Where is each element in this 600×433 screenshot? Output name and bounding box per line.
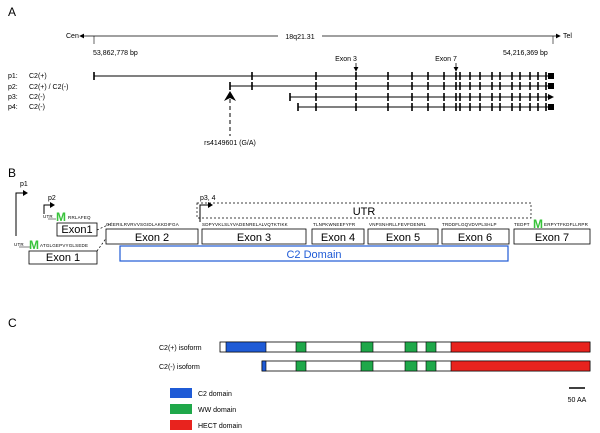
legend-swatch-hect (170, 420, 192, 430)
snp-label: rs4149601 (G/A) (204, 140, 256, 147)
exon1-upper-label: Exon1 (61, 224, 92, 236)
exon5-box (367, 228, 439, 245)
transcript-p2 (229, 82, 554, 90)
legend-label: C2 domain (198, 391, 232, 398)
exon1-upper-seq: RRLAFEQ (68, 215, 91, 220)
exon2-label: Exon 2 (135, 232, 169, 244)
transcript-p4 (297, 103, 554, 111)
p2-label: p2 (48, 195, 56, 202)
exon7-seq-after: ERPYTFKDFLLRPR (544, 222, 589, 227)
legend-swatch-ww (170, 404, 192, 414)
hect-domain-block (450, 360, 591, 372)
exon5-label: Exon 5 (386, 232, 420, 244)
exon1-lower-box (28, 250, 98, 265)
ww-domain-block (360, 341, 374, 353)
exon3-label: Exon 3 (335, 56, 357, 63)
snp-marker (224, 91, 236, 136)
exon2-seq: GEERILRVRVVSGIDLAKKDIFGA (106, 222, 179, 227)
c2-domain-box (119, 245, 509, 262)
isoform-c2-minus-bar (261, 360, 591, 372)
legend-label: HECT domain (198, 423, 242, 430)
cen-label: Cen (66, 33, 79, 40)
promoter-desc: C2(-) (29, 94, 45, 101)
exon7-label: Exon 7 (435, 56, 457, 63)
panel-b-label: B (8, 166, 16, 180)
legend-label: WW domain (198, 407, 236, 414)
tel-label: Tel (563, 33, 572, 40)
exon1-upper-box (56, 222, 98, 237)
promoter-id: p3: (8, 94, 18, 101)
exon5-seq: VNPSNHRLLFEVFDENRL (369, 222, 427, 227)
exon2-box (105, 228, 199, 245)
exon1-lower-seq: ATGLGEPVYGLSEDE (40, 243, 88, 248)
isoform-name: C2(+) isoform (159, 345, 202, 352)
panel-a-label: A (8, 5, 16, 19)
ww-domain-block (360, 360, 374, 372)
promoter-id: p1: (8, 73, 18, 80)
exon6-seq: TRDDFLGQVDVPLSHLP (442, 222, 497, 227)
c2-domain-block (261, 360, 267, 372)
promoter-id: p2: (8, 84, 18, 91)
exon7-seq: TEDPT (514, 222, 530, 227)
c2-domain-block (225, 341, 267, 353)
ww-domain-block (425, 360, 437, 372)
legend-swatch-c2 (170, 388, 192, 398)
start-methionine-lower: M (29, 238, 39, 252)
transcript-p3 (289, 93, 554, 101)
exon4-box (311, 228, 365, 245)
exon4-label: Exon 4 (321, 232, 355, 244)
start-bp: 53,862,778 bp (93, 50, 138, 57)
utr-label: UTR (353, 206, 376, 218)
exon7-box (513, 228, 591, 245)
p34-promoter-arrow (199, 204, 209, 222)
utr-small-lower: UTR (14, 242, 24, 247)
exon6-label: Exon 6 (458, 232, 492, 244)
ww-domain-block (295, 341, 307, 353)
ww-domain-block (404, 360, 418, 372)
promoter-desc: C2(+) (29, 73, 47, 80)
exon3-seq: SDPYVKLSLYVADENRELALVQTKTIKK (202, 222, 288, 227)
p1-label: p1 (20, 181, 28, 188)
promoter-id: p4: (8, 104, 18, 111)
isoform-c2-plus-bar (219, 341, 591, 353)
utr-box (196, 202, 532, 219)
c2-domain-label: C2 Domain (286, 249, 341, 261)
start-methionine-upper: M (56, 210, 66, 224)
start-methionine-exon7: M (533, 217, 543, 231)
promoter-desc: C2(+) / C2(-) (29, 84, 68, 91)
band-label: 18q21.31 (285, 34, 314, 41)
scale-label: 50 AA (568, 397, 587, 404)
ww-domain-block (295, 360, 307, 372)
exon7-label: Exon 7 (535, 232, 569, 244)
utr-small-upper: UTR (43, 214, 53, 219)
p34-label: p3, 4 (200, 195, 216, 202)
promoter-desc: C2(-) (29, 104, 45, 111)
isoform-name: C2(-) isoform (159, 364, 200, 371)
p2-promoter-arrow (43, 204, 51, 214)
exon3-box (201, 228, 307, 245)
transcript-p1 (93, 72, 554, 80)
exon6-box (441, 228, 510, 245)
p1-promoter-arrow (15, 192, 24, 236)
exon3-label: Exon 3 (237, 232, 271, 244)
exon4-seq: TLNPKWNEEFYFR (313, 222, 356, 227)
end-bp: 54,216,369 bp (503, 50, 548, 57)
panel-c-label: C (8, 316, 17, 330)
hect-domain-block (450, 341, 591, 353)
ww-domain-block (425, 341, 437, 353)
ww-domain-block (404, 341, 418, 353)
exon1-lower-label: Exon 1 (46, 252, 80, 264)
